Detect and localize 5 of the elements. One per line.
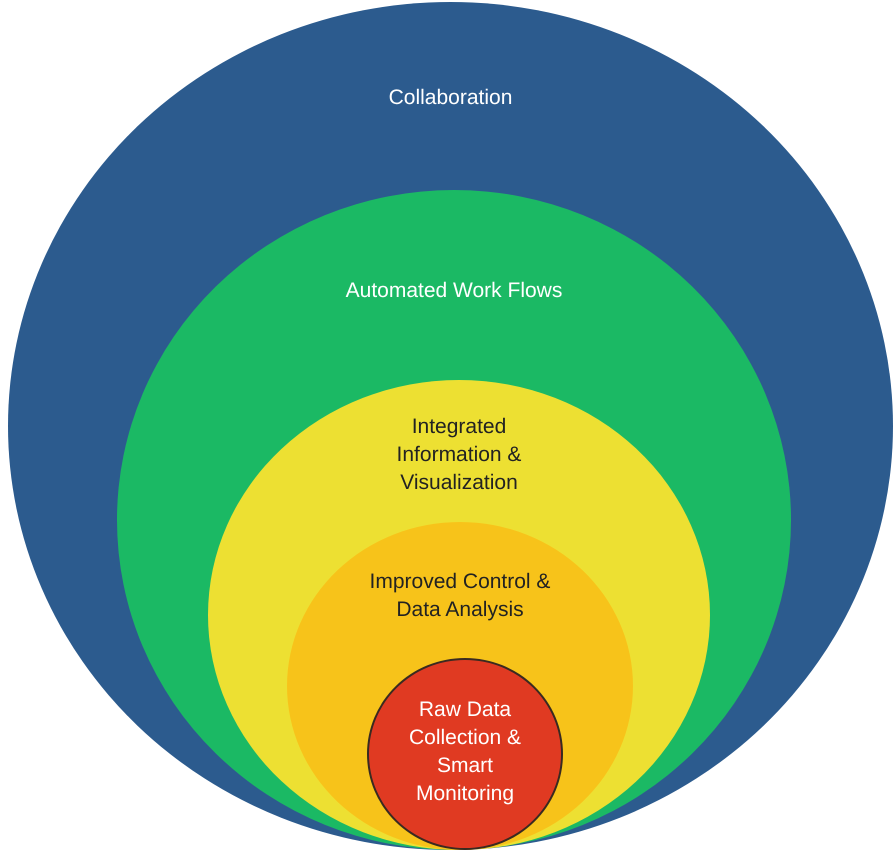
circle-label: Improved Control & Data Analysis — [368, 569, 552, 623]
circle-label: Raw Data Collection & Smart Monitoring — [408, 697, 522, 807]
circle-label: Automated Work Flows — [344, 278, 564, 304]
circle-label: Collaboration — [388, 85, 514, 111]
circle-label: Integrated Information & Visualization — [396, 414, 522, 496]
